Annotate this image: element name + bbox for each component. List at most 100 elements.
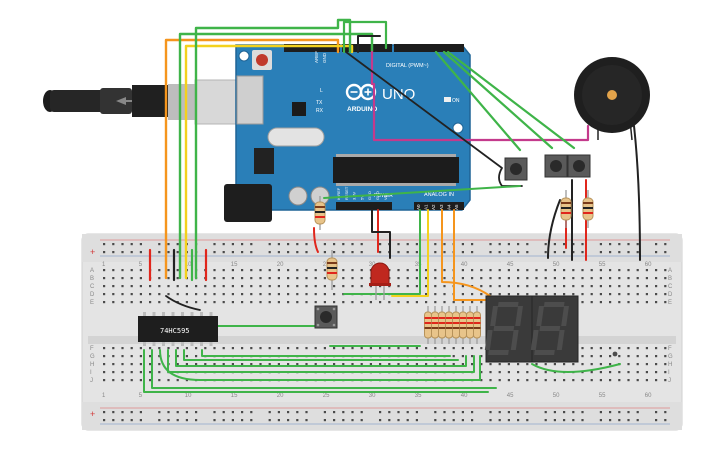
- uno-model: UNO: [382, 86, 415, 103]
- row-letter: E: [90, 300, 94, 306]
- pushbutton-icon[interactable]: [504, 157, 528, 181]
- arduino-uno-board: AREF GND DIGITAL (PWM~) TX RX L ARDUINO …: [224, 44, 471, 222]
- column-number: 50: [553, 393, 560, 399]
- on-led: [444, 97, 451, 102]
- pushbutton-icon[interactable]: [314, 305, 338, 329]
- rx-label: RX: [316, 108, 324, 114]
- column-number: 40: [461, 393, 468, 399]
- row-letter: D: [668, 292, 673, 298]
- buzzer-icon: [574, 57, 650, 141]
- segment: [510, 330, 519, 350]
- analog-pin-label: A4: [446, 204, 451, 210]
- resistor-icon: [445, 311, 453, 339]
- analog-pin-label: A2: [431, 204, 436, 210]
- resistor-icon: [431, 311, 439, 339]
- column-number: 45: [507, 393, 514, 399]
- resistor-bank: [424, 306, 481, 344]
- row-letter: F: [668, 346, 672, 352]
- tx-label: TX: [316, 100, 323, 106]
- row-letter: F: [90, 346, 94, 352]
- power-pin-label: IOREF: [336, 187, 341, 200]
- column-number: 30: [369, 393, 376, 399]
- column-number: 20: [277, 262, 284, 268]
- row-letter: G: [668, 354, 673, 360]
- row-letter: H: [90, 362, 94, 368]
- row-letter: A: [90, 268, 94, 274]
- wires: [143, 18, 641, 393]
- l-led-label: L: [320, 88, 323, 94]
- column-number: 20: [277, 393, 284, 399]
- segment: [530, 330, 539, 350]
- row-letter: B: [668, 276, 672, 282]
- analog-pin-label: A1: [424, 204, 429, 210]
- analog-pin-label: A0: [416, 204, 421, 210]
- resistor-icon: [473, 311, 481, 339]
- resistor-icon: [424, 311, 432, 339]
- segment: [484, 330, 493, 350]
- resistor-icon: [582, 190, 594, 228]
- row-letter: D: [90, 292, 95, 298]
- analog-pin-label: A5: [454, 204, 459, 210]
- resistor-icon: [466, 311, 474, 339]
- power-pin-label: 5V: [359, 195, 364, 200]
- analog-pin-label: A3: [439, 204, 444, 210]
- seven-segment-display-icon: [530, 295, 618, 363]
- column-number: 25: [323, 393, 330, 399]
- analog-header-label: ANALOG IN: [424, 192, 454, 198]
- gnd-pin-label: GND: [322, 52, 327, 63]
- row-letter: J: [90, 378, 93, 384]
- power-header-label: POWER: [374, 193, 393, 199]
- row-letter: B: [90, 276, 94, 282]
- resistor-icon: [560, 190, 572, 228]
- column-number: 40: [461, 262, 468, 268]
- segment: [539, 326, 561, 331]
- power-pin-label: Vin: [383, 194, 388, 200]
- resistor-icon: [438, 311, 446, 339]
- aref-pin-label: AREF: [314, 51, 319, 63]
- column-number: 5: [139, 393, 143, 399]
- column-number: 35: [415, 262, 422, 268]
- usb-cable-icon: [43, 79, 256, 125]
- reset-button[interactable]: [256, 54, 268, 66]
- row-letter: H: [668, 362, 672, 368]
- arduino-brand: ARDUINO: [347, 106, 377, 113]
- column-number: 10: [185, 393, 192, 399]
- resistor-icon: [452, 311, 460, 339]
- led-icon: [369, 262, 391, 300]
- power-pin-label: RESET: [344, 186, 349, 200]
- digital-header-label: DIGITAL (PWM~): [386, 63, 429, 69]
- column-number: 60: [645, 393, 652, 399]
- column-number: 10: [185, 262, 192, 268]
- chip-label: 74HC595: [160, 327, 190, 335]
- row-letter: A: [668, 268, 672, 274]
- row-letter: G: [90, 354, 95, 360]
- column-number: 1: [102, 262, 106, 268]
- row-letter: C: [90, 284, 95, 290]
- rail-plus-label: +: [90, 247, 95, 257]
- column-number: 60: [645, 262, 652, 268]
- pushbutton-icon[interactable]: [544, 154, 568, 178]
- row-letter: I: [90, 370, 92, 376]
- column-number: 1: [102, 393, 106, 399]
- segment: [497, 302, 519, 307]
- segment: [556, 330, 565, 350]
- rail-plus-label-bottom: +: [90, 409, 95, 419]
- segment: [561, 306, 569, 326]
- segment: [515, 306, 523, 326]
- segment: [488, 350, 509, 355]
- column-number: 50: [553, 262, 560, 268]
- column-number: 30: [369, 262, 376, 268]
- row-letter: C: [668, 284, 673, 290]
- resistor-icon: [459, 311, 467, 339]
- column-number: 45: [507, 262, 514, 268]
- pushbutton-icon[interactable]: [567, 154, 591, 178]
- column-number: 55: [599, 262, 606, 268]
- column-number: 35: [415, 393, 422, 399]
- resistor-icon: [314, 196, 326, 230]
- column-number: 25: [323, 262, 330, 268]
- column-number: 15: [231, 262, 238, 268]
- segment: [490, 306, 498, 326]
- row-letter: E: [668, 300, 672, 306]
